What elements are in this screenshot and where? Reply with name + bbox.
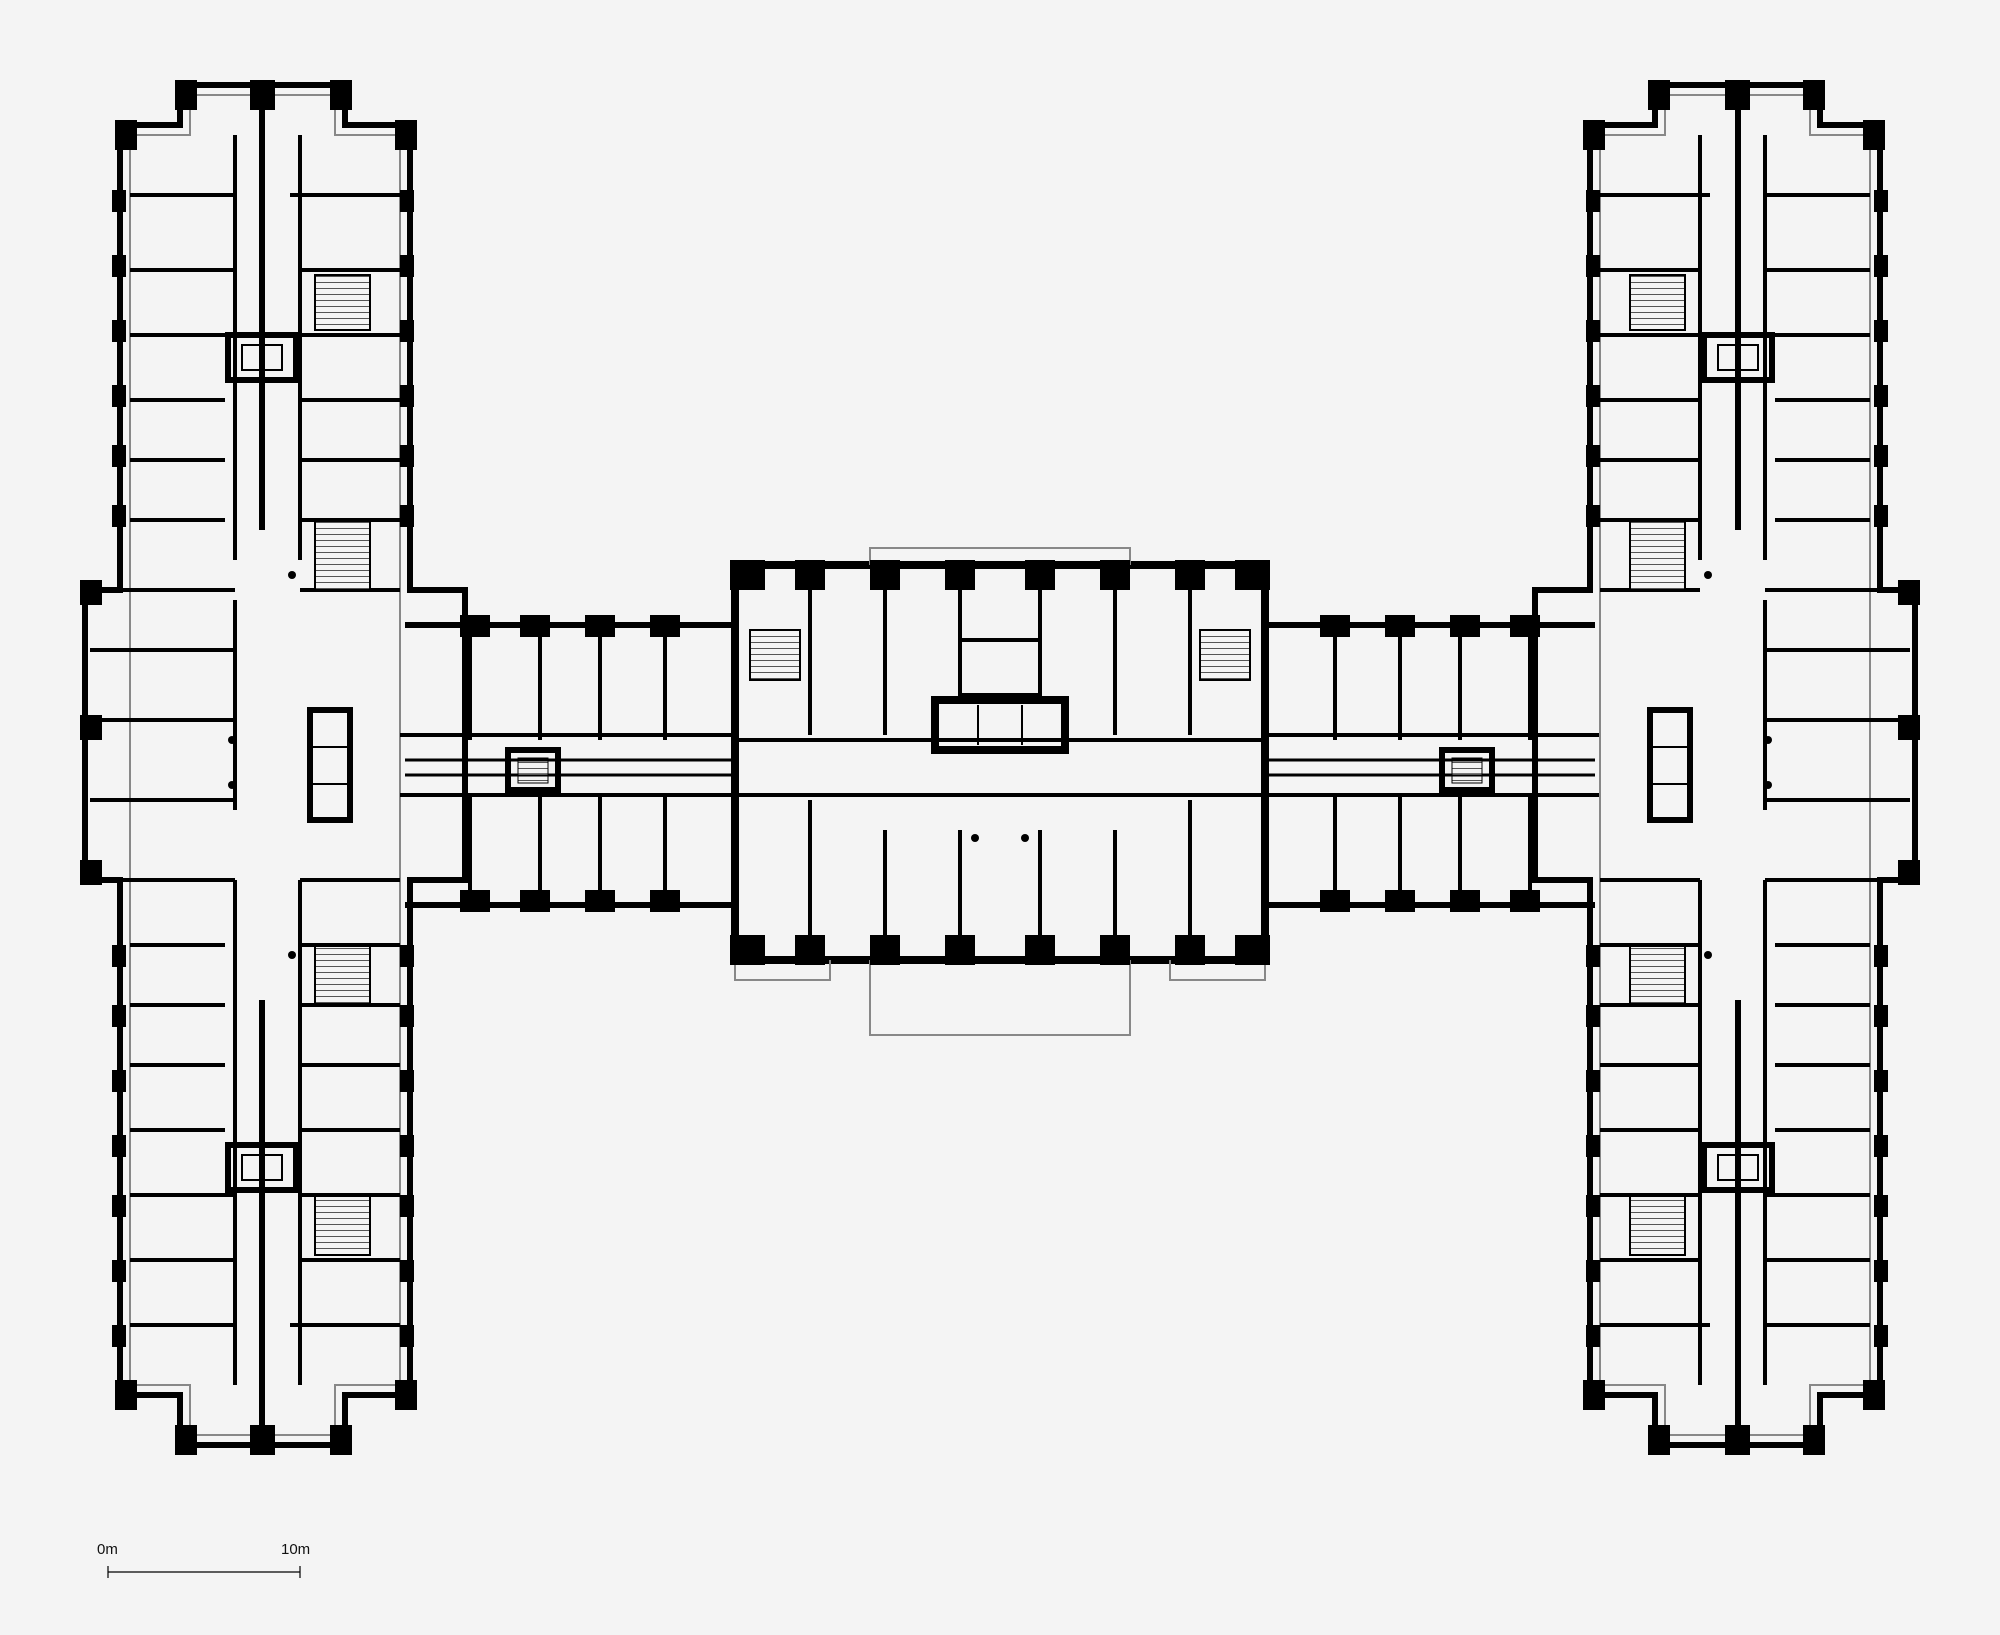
left-wing [82,82,468,1448]
right-connector-piers [1320,615,1540,912]
left-wing-piers [80,80,417,1455]
right-wing [1532,82,1918,1448]
left-connector-piers [460,615,680,912]
central-block [731,547,1269,1036]
left-connector [400,622,738,908]
right-connector [1262,622,1600,908]
scale-bar [107,1566,301,1578]
scale-start-label: 0m [97,1541,118,1558]
scale-end-label: 10m [281,1541,311,1558]
corridor-columns [228,571,1772,959]
right-wing-piers [1583,80,1920,1455]
central-block-piers [730,560,1270,965]
